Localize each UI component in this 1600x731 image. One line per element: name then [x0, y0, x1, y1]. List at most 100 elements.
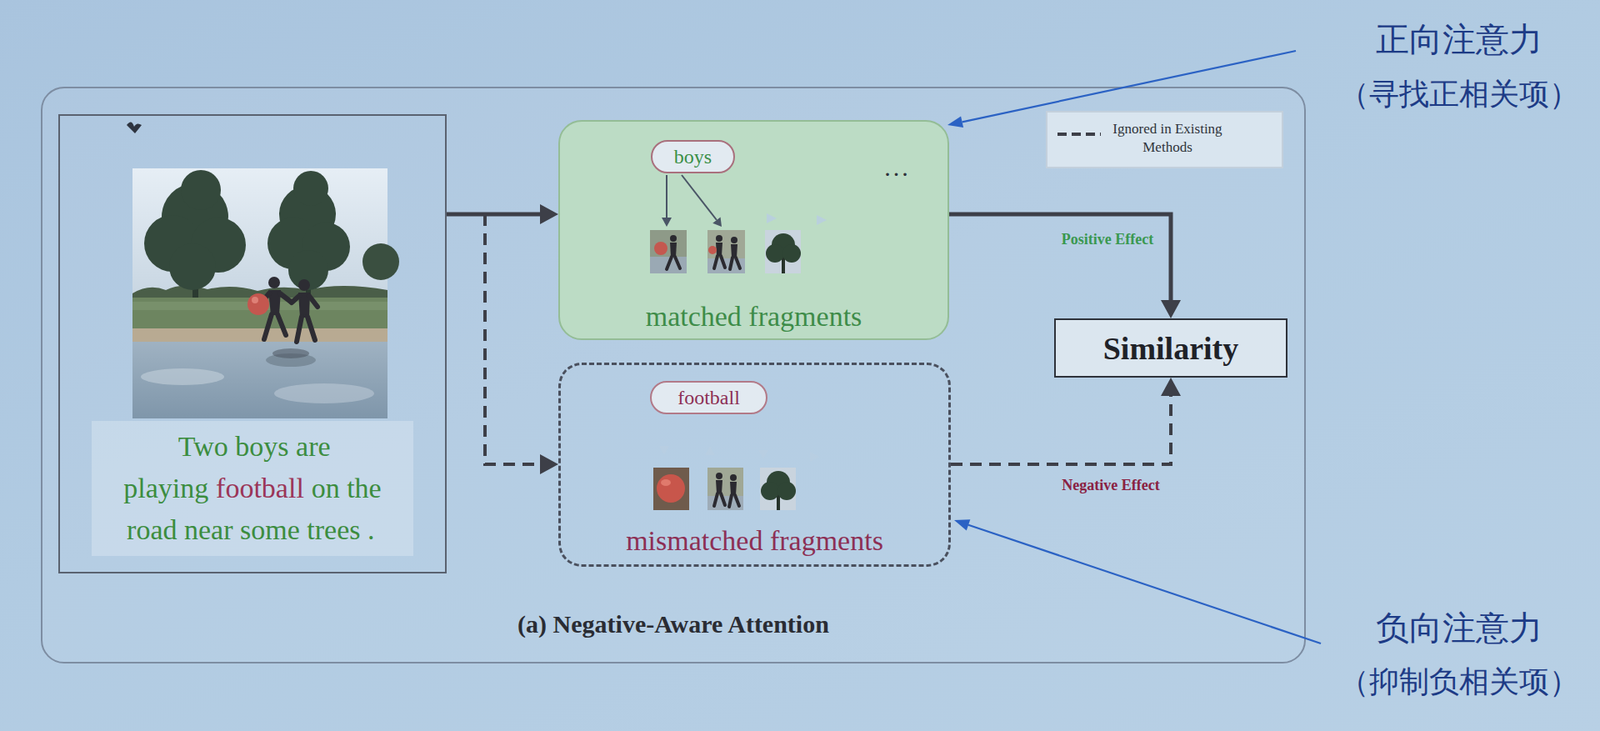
label-anchor: （寻找正相关项）	[1339, 76, 1580, 112]
region-thumbnail	[650, 256, 687, 274]
region-thumbnail	[708, 245, 717, 255]
node-label: football	[677, 385, 740, 410]
region-thumbnail	[765, 244, 785, 263]
region-thumbnail	[714, 255, 725, 269]
label-anchor: 正向注意力	[1375, 20, 1543, 59]
photo	[362, 243, 400, 280]
solid-connector	[446, 212, 542, 217]
annotation-text: （抑制负相关项）	[1339, 664, 1580, 700]
region-thumbnail	[656, 474, 685, 503]
similarity-box: Similarity	[1054, 318, 1288, 378]
label-anchor: （抑制负相关项）	[1339, 664, 1580, 700]
callout-leader	[947, 50, 1296, 128]
dashed-connector	[446, 214, 542, 465]
region-thumbnail	[670, 235, 677, 242]
region-thumbnail	[714, 493, 725, 506]
region-thumbnail	[730, 257, 740, 270]
region-thumbnail	[650, 230, 687, 274]
region-thumbnail	[760, 481, 780, 500]
attention-arrow	[712, 216, 722, 227]
region-thumbnail	[760, 467, 796, 510]
region-thumbnail	[650, 230, 687, 274]
region-thumbnail	[777, 481, 796, 500]
photo	[132, 168, 400, 419]
dashed-connector	[950, 394, 1171, 465]
region-thumbnail	[760, 467, 796, 510]
connector	[949, 214, 1181, 319]
region-thumbnail	[765, 230, 801, 274]
callout-leader	[954, 519, 1321, 644]
connector	[950, 377, 1181, 465]
arrowhead	[1160, 377, 1181, 396]
ghost-arrow-tip	[816, 215, 827, 225]
region-thumbnail	[660, 479, 671, 486]
edge-label: Negative Effect	[1061, 475, 1160, 495]
node-label: boys	[674, 145, 712, 169]
region-thumbnail	[715, 480, 723, 494]
photo	[268, 276, 280, 289]
attention-arrow	[661, 175, 722, 227]
attention-arrow	[681, 175, 717, 220]
legend-text: Ignored in Existing Methods	[1112, 120, 1223, 157]
region-thumbnail	[730, 236, 738, 244]
attention-arrow	[661, 217, 672, 227]
node-label: Similarity	[1103, 330, 1240, 367]
legend-swatch	[1055, 129, 1103, 140]
ghost-arrow-tip	[758, 450, 769, 460]
photo	[274, 383, 375, 404]
region-thumbnail	[765, 230, 801, 274]
photo	[251, 296, 259, 304]
node-label: mismatched fragments	[625, 524, 884, 558]
bird-mark	[126, 121, 142, 134]
word-pill: football	[650, 380, 768, 415]
ellipsis: ...	[884, 153, 911, 182]
region-thumbnail	[670, 242, 677, 257]
region-thumbnail	[730, 474, 737, 481]
region-thumbnail	[730, 481, 737, 495]
annotation-text: 负向注意力	[1375, 608, 1543, 647]
region-thumbnail	[707, 467, 744, 510]
attention-arrow	[665, 175, 668, 219]
mismatched-box: mismatched fragments football	[558, 362, 951, 567]
photo	[132, 341, 388, 419]
arrowhead	[1160, 300, 1181, 319]
edge-label-anchor: Positive Effect	[1061, 230, 1154, 249]
region-thumbnail	[653, 467, 690, 510]
region-thumbnail	[715, 242, 723, 256]
caption-word: football	[215, 472, 305, 504]
node-label: (a) Negative-Aware Attention	[517, 609, 830, 640]
photo	[293, 170, 329, 206]
photo	[132, 168, 388, 419]
region-thumbnail	[715, 235, 723, 242]
region-thumbnail	[729, 495, 740, 507]
callout-leader	[954, 519, 970, 530]
region-thumbnail	[707, 467, 744, 510]
label-anchor: ...	[884, 153, 911, 182]
photo	[288, 250, 329, 290]
ghost-arrow-tip	[659, 445, 670, 455]
photo	[247, 293, 270, 315]
photo	[132, 168, 388, 298]
label-anchor: 负向注意力	[1375, 608, 1543, 647]
word-pill: boys	[650, 140, 735, 174]
region-thumbnail	[782, 244, 801, 263]
photo	[140, 368, 225, 385]
arrowhead	[540, 454, 559, 475]
callout-leader	[947, 115, 964, 128]
region-thumbnail	[730, 244, 738, 258]
legend-box: Ignored in Existing Methods	[1045, 110, 1284, 169]
legend-dash-sample	[1057, 132, 1101, 136]
photo	[169, 243, 216, 290]
connector	[446, 214, 559, 475]
node-label: matched fragments	[645, 300, 863, 334]
ghost-arrow-tip	[766, 213, 777, 224]
photo	[272, 348, 310, 359]
region-thumbnail	[653, 467, 690, 510]
region-thumbnail	[781, 256, 785, 274]
solid-connector	[949, 214, 1171, 302]
photo	[291, 295, 318, 342]
callout-leader	[962, 50, 1296, 122]
caption-text-block: Two boys are playingfootballon the road …	[91, 420, 414, 556]
photo	[180, 170, 221, 210]
annotation-text: 正向注意力	[1375, 20, 1543, 59]
